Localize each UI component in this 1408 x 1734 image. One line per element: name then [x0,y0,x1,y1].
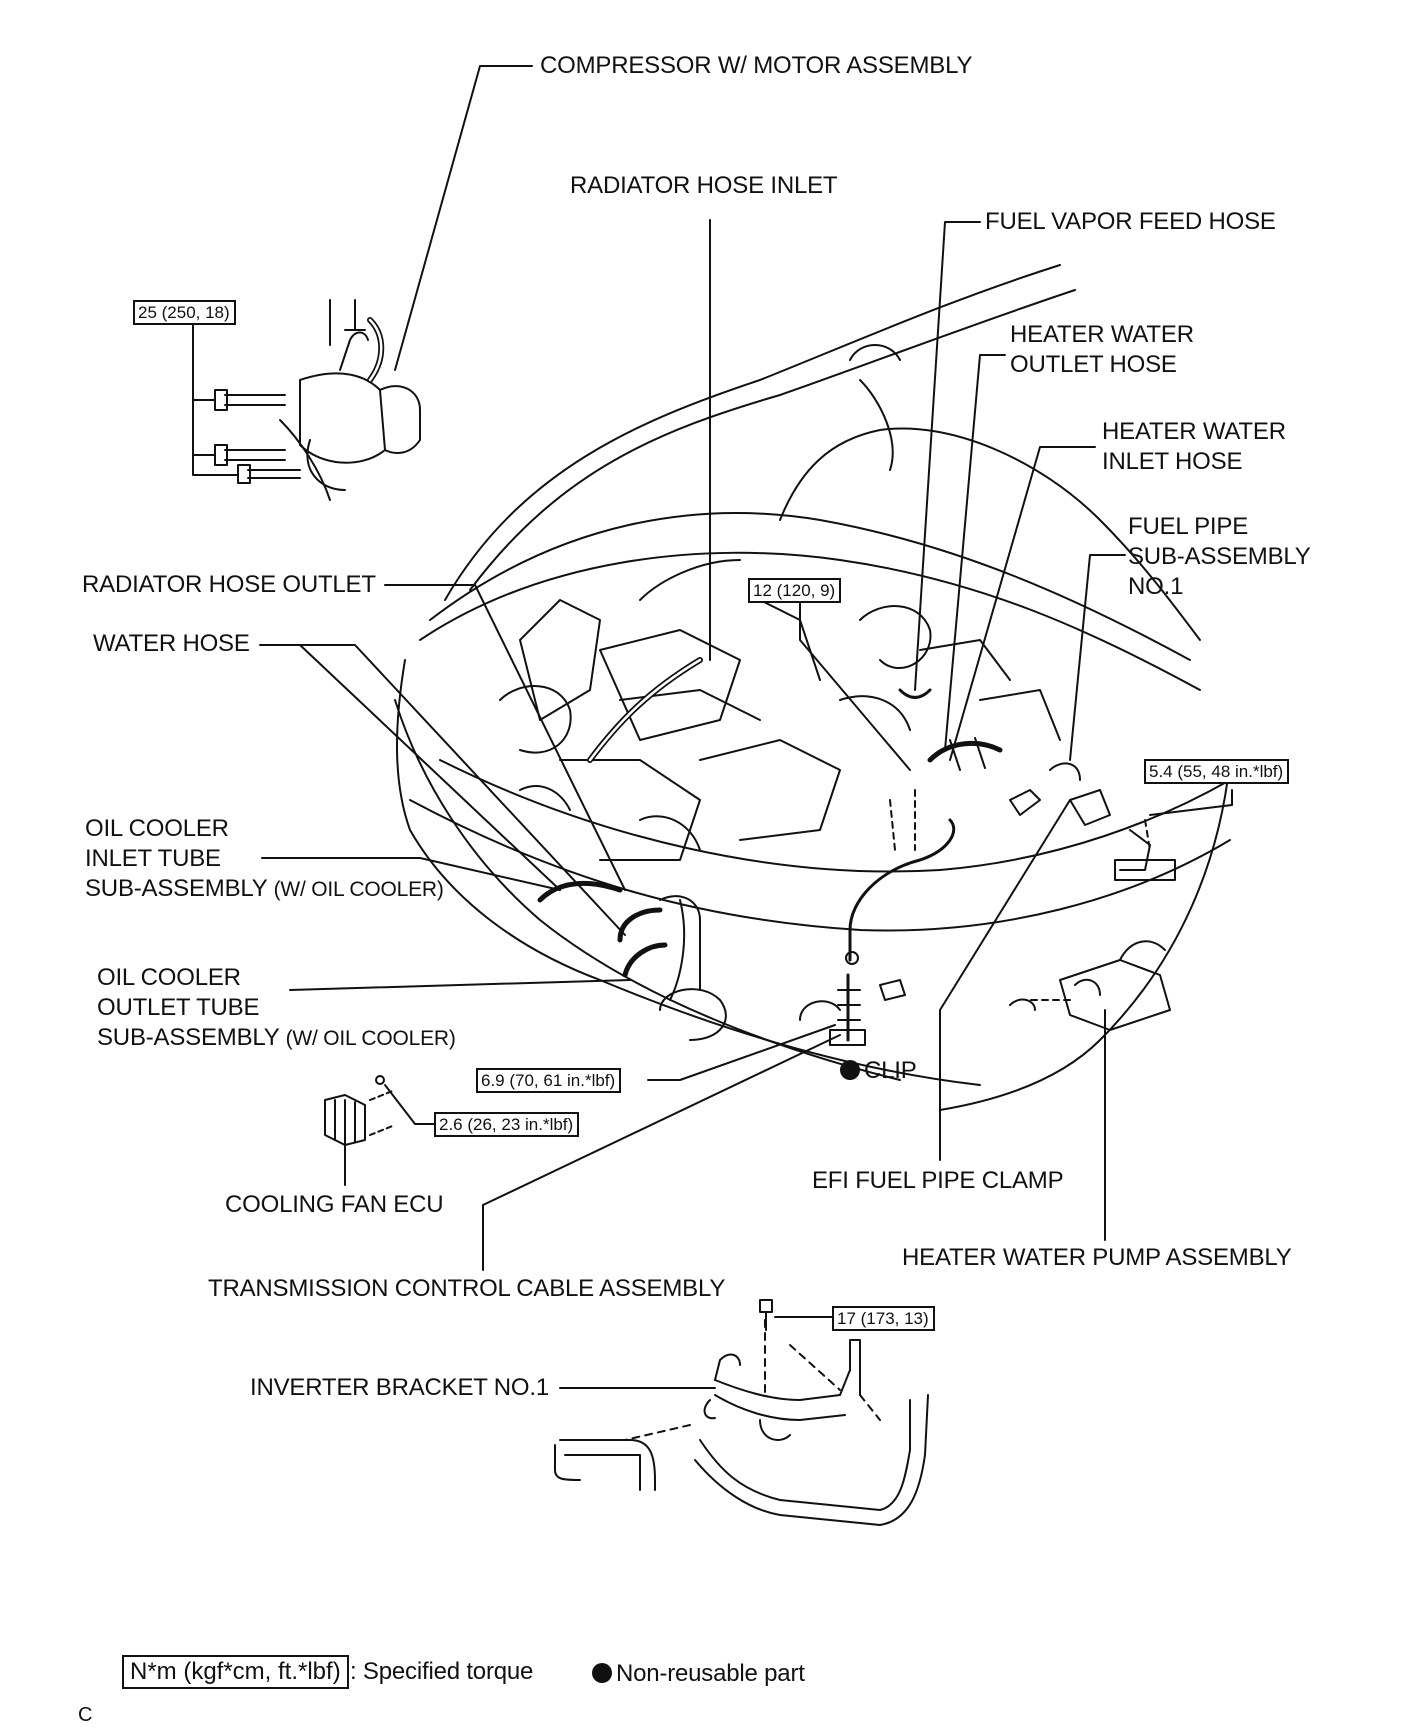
legend-torque-box: N*m (kgf*cm, ft.*lbf) [122,1655,349,1689]
torque-5-4: 5.4 (55, 48 in.*lbf) [1144,759,1290,784]
torque-17: 17 (173, 13) [832,1306,935,1331]
label-heater-water-pump-assembly: HEATER WATER PUMP ASSEMBLY [902,1244,1292,1271]
label-clip: CLIP [840,1056,917,1086]
label-water-hose: WATER HOSE [93,630,250,657]
label-radiator-hose-inlet: RADIATOR HOSE INLET [570,172,838,199]
label-radiator-hose-outlet: RADIATOR HOSE OUTLET [82,571,376,598]
legend-nonreusable: Non-reusable part [592,1659,805,1689]
label-compressor: COMPRESSOR W/ MOTOR ASSEMBLY [540,52,973,79]
non-reusable-dot-icon [840,1060,860,1080]
cooling-fan-ecu-illustration [324,1075,396,1186]
non-reusable-dot-icon [592,1663,612,1683]
vehicle-body [394,264,1231,1111]
label-transmission-control-cable: TRANSMISSION CONTROL CABLE ASSEMBLY [208,1275,726,1302]
label-cooling-fan-ecu: COOLING FAN ECU [225,1191,444,1218]
torque-2-6: 2.6 (26, 23 in.*lbf) [434,1112,580,1137]
engine-bay [499,559,1176,1046]
label-efi-fuel-pipe-clamp: EFI FUEL PIPE CLAMP [812,1167,1064,1194]
label-inverter-bracket: INVERTER BRACKET NO.1 [250,1374,549,1401]
torque-6-9: 6.9 (70, 61 in.*lbf) [476,1068,622,1093]
inverter-bracket-illustration [554,1299,929,1526]
torque-12: 12 (120, 9) [748,578,842,603]
footer-code: C [78,1704,93,1726]
torque-25: 25 (250, 18) [133,300,236,325]
legend-torque-text: : Specified torque [350,1658,534,1685]
compressor-illustration [192,299,421,501]
label-fuel-vapor-feed-hose: FUEL VAPOR FEED HOSE [985,208,1276,235]
leader-lines [259,65,1233,1389]
